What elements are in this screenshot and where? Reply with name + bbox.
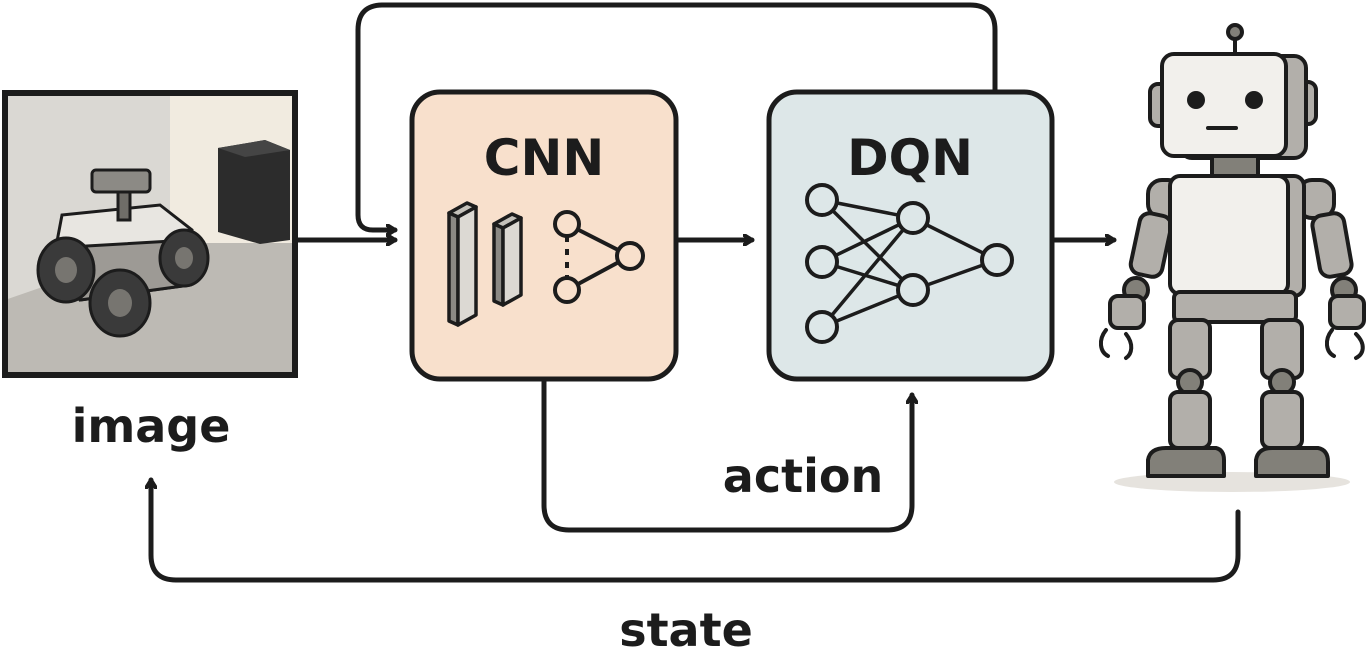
robot-car-photo — [2, 90, 298, 378]
arrows — [151, 2, 1241, 583]
dqn-block: DQN — [766, 89, 1055, 382]
cnn-block: CNN — [409, 89, 679, 382]
conv-layers-icon — [447, 201, 523, 327]
humanoid-robot-icon — [1099, 23, 1366, 492]
arrow-feedback-top — [355, 2, 998, 230]
arrow-action-loop — [541, 376, 912, 533]
arrow-state-loop — [151, 477, 1241, 583]
pooling-graph-icon — [553, 210, 645, 304]
image-label: image — [72, 399, 231, 453]
state-label: state — [619, 603, 753, 651]
dqn-title: DQN — [847, 129, 973, 187]
cnn-title: CNN — [484, 129, 604, 187]
neural-network-icon — [805, 183, 1014, 344]
action-label: action — [723, 449, 883, 503]
